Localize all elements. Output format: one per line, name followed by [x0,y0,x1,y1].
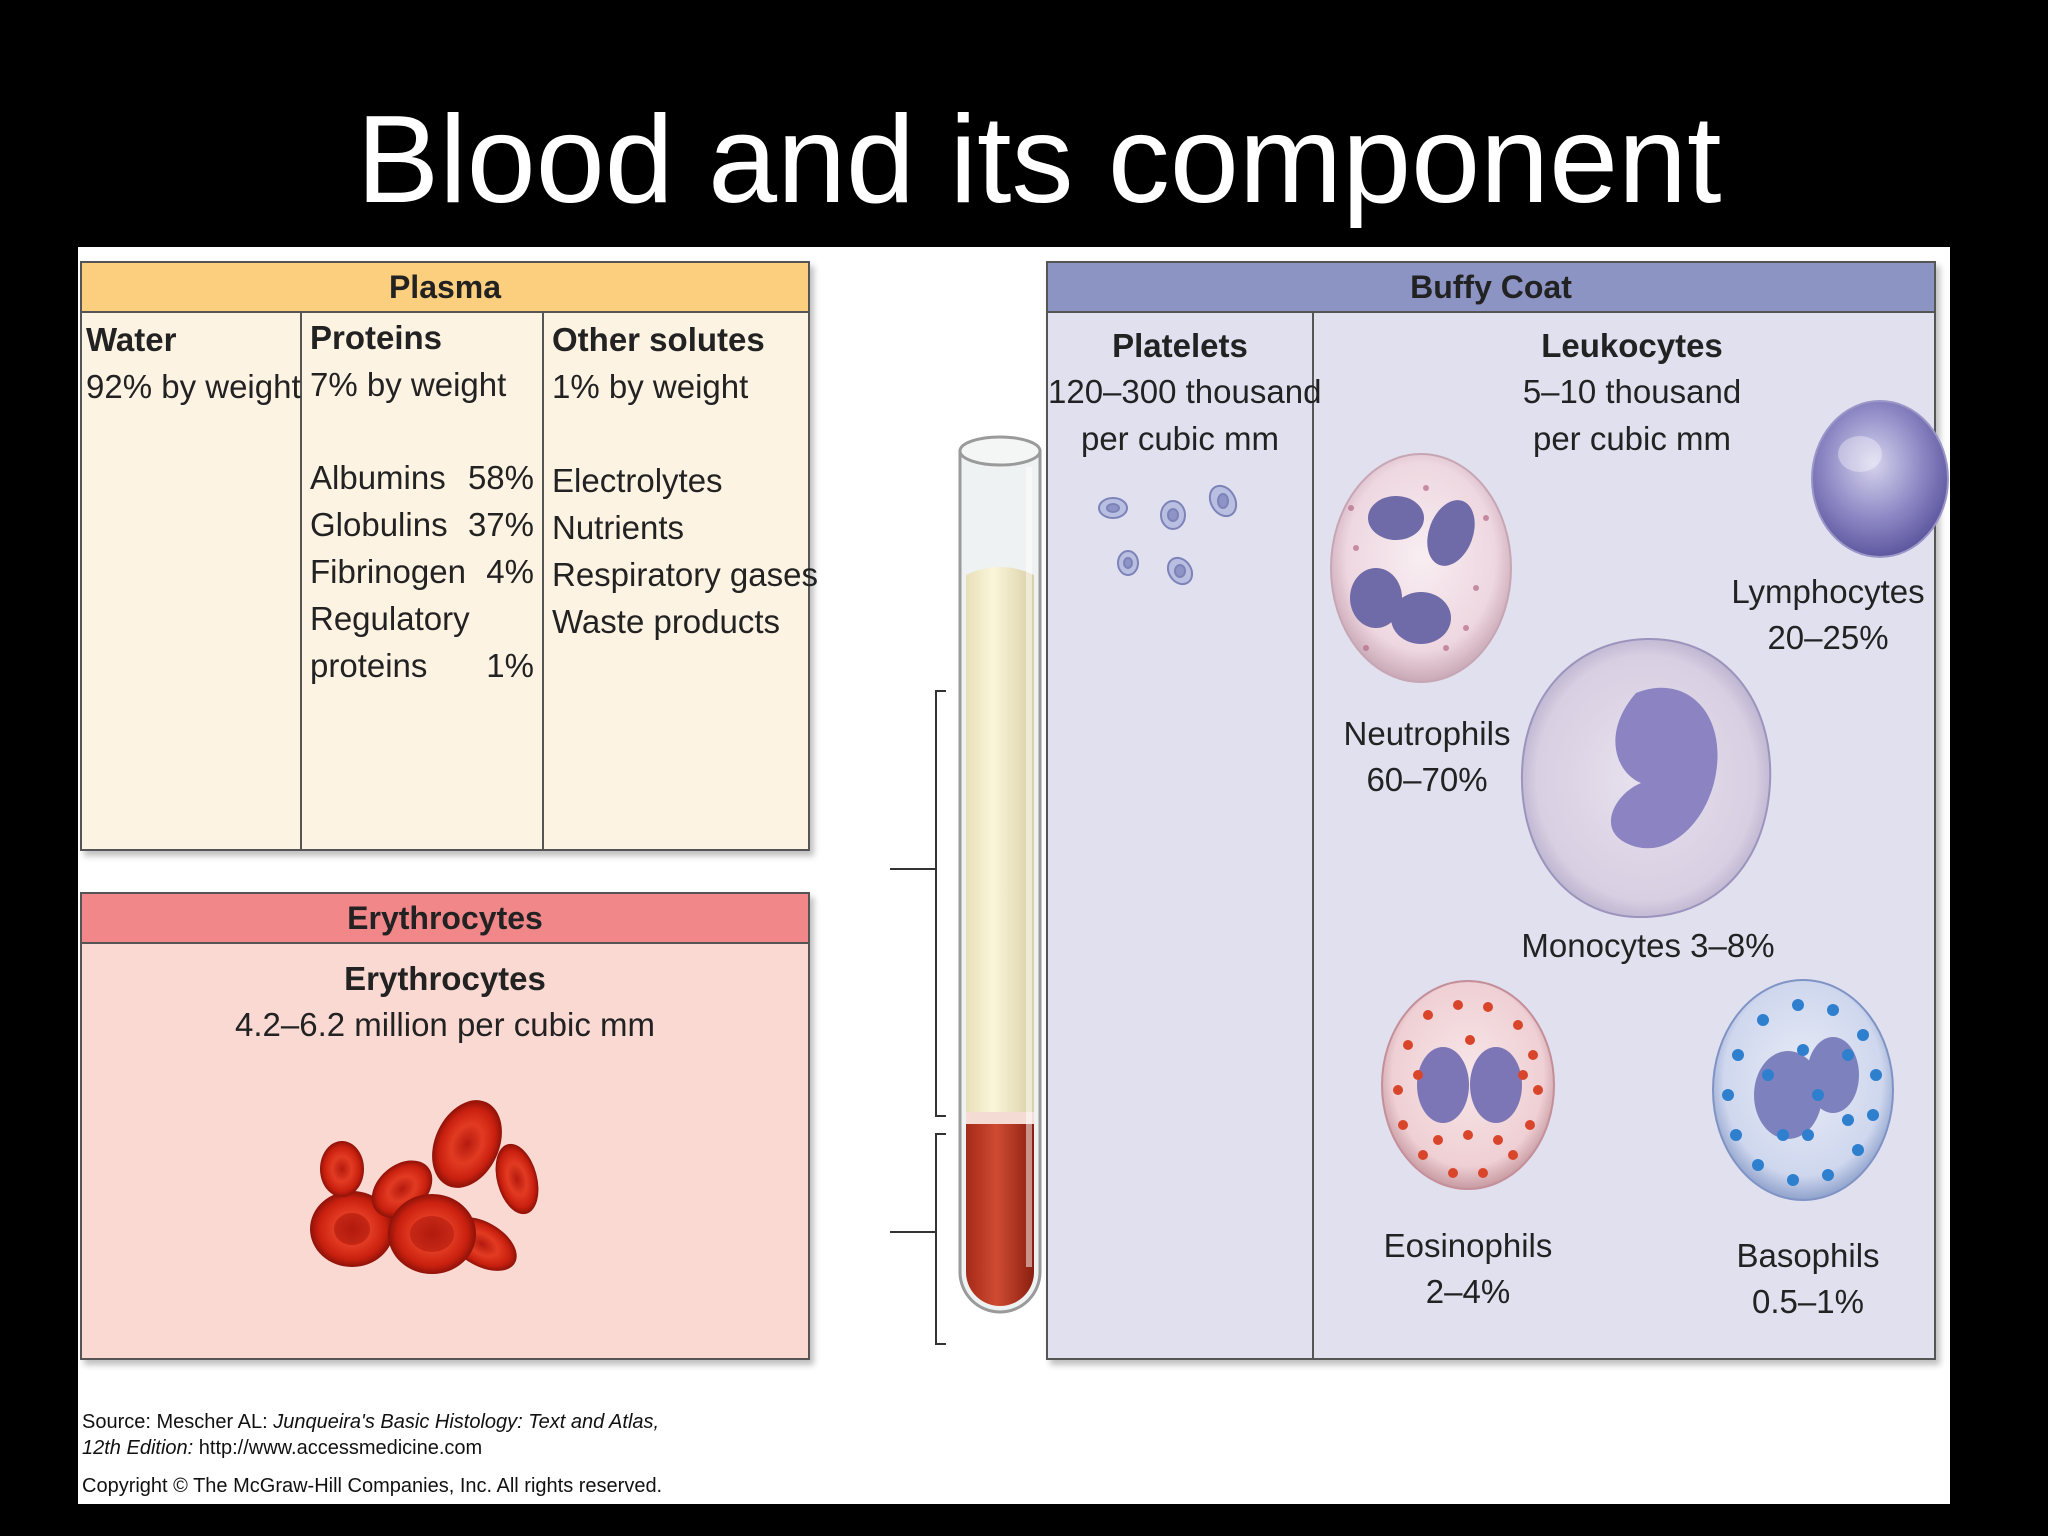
water-amount: 92% by weight [86,368,301,405]
plasma-box: Plasma Water 92% by weight Proteins 7% b… [80,261,818,851]
lymphocytes-name: Lymphocytes [1731,573,1925,610]
basophil-illustration [1712,979,1894,1201]
solutes-heading: Other solutes [552,321,765,358]
plasma-header: Plasma [82,263,808,313]
source-book: Junqueira's Basic Histology: Text and At… [273,1411,660,1433]
monocytes-label: Monocytes 3–8% [1521,927,1775,964]
plasma-divider-1 [300,311,302,849]
source-prefix: Source: Mescher AL: [82,1411,274,1433]
protein-list: Albumins 58% Globulins 37% Fibrinogen 4%… [310,455,534,690]
protein-row: proteins 1% [310,643,534,690]
source-edition-line: 12th Edition: http://www.accessmedicine.… [82,1435,482,1461]
slide-title: Blood and its component [356,91,1722,229]
source-edition: 12th Edition: [82,1437,194,1459]
copyright-notice: Copyright © The McGraw-Hill Companies, I… [82,1475,663,1497]
protein-name: Fibrinogen [310,553,466,590]
leukocytes-unit: per cubic mm [1532,420,1732,457]
protein-pct: 4% [486,553,534,590]
platelets-unit: per cubic mm [1080,420,1280,457]
protein-row: Fibrinogen 4% [310,549,534,596]
proteins-heading: Proteins [310,319,443,356]
buffy-coat-header: Buffy Coat [1048,263,1934,313]
plasma-divider-2 [542,311,544,849]
basophils-name: Basophils [1736,1237,1880,1274]
protein-name: Regulatory [310,600,470,637]
lymphocyte-illustration [1811,400,1949,558]
neutrophils-pct: 60–70% [1366,761,1488,798]
platelets-illustration [1098,484,1238,586]
test-tube-illustration [890,435,1124,1345]
protein-row: Regulatory [310,596,534,643]
eosinophil-illustration [1381,980,1555,1190]
eosinophils-pct: 2–4% [1425,1273,1511,1310]
buffy-coat-box: Buffy Coat Platelets 120–300 thousand pe… [1046,261,1949,1360]
lymphocytes-pct: 20–25% [1767,619,1889,656]
proteins-amount: 7% by weight [310,366,507,403]
neutrophils-name: Neutrophils [1343,715,1511,752]
protein-name: Globulins [310,506,448,543]
leukocytes-count: 5–10 thousand [1522,373,1742,410]
solute-item: Electrolytes [552,462,723,499]
protein-name: proteins [310,647,428,684]
protein-pct: 1% [486,647,534,684]
buffy-divider [1312,311,1314,1358]
erythrocytes-box: Erythrocytes Erythrocytes 4.2–6.2 millio… [80,892,810,1360]
protein-pct: 37% [467,506,534,543]
monocyte-illustration [1520,637,1772,919]
platelets-heading: Platelets [1112,327,1248,364]
solutes-amount: 1% by weight [552,368,749,405]
protein-name: Albumins [310,459,446,496]
source-url: http://www.accessmedicine.com [193,1437,483,1459]
leukocytes-heading: Leukocytes [1541,327,1723,364]
erythrocytes-header: Erythrocytes [82,894,808,944]
erythrocytes-heading: Erythrocytes [344,960,546,997]
eosinophils-name: Eosinophils [1383,1227,1553,1264]
water-heading: Water [86,321,177,358]
source-citation: Source: Mescher AL: Junqueira's Basic Hi… [82,1409,659,1435]
solute-item: Nutrients [552,509,685,546]
erythrocytes-count: 4.2–6.2 million per cubic mm [234,1006,655,1043]
protein-pct: 58% [467,459,534,496]
solute-item: Waste products [552,603,781,640]
diagram-panel: Plasma Water 92% by weight Proteins 7% b… [78,247,1950,1504]
basophils-pct: 0.5–1% [1752,1283,1864,1320]
neutrophil-illustration [1330,453,1512,683]
protein-row: Albumins 58% [310,455,534,502]
red-blood-cells-illustration [310,1100,539,1274]
protein-row: Globulins 37% [310,502,534,549]
solute-item: Respiratory gases [552,556,818,593]
platelets-count: 120–300 thousand [1048,373,1322,410]
